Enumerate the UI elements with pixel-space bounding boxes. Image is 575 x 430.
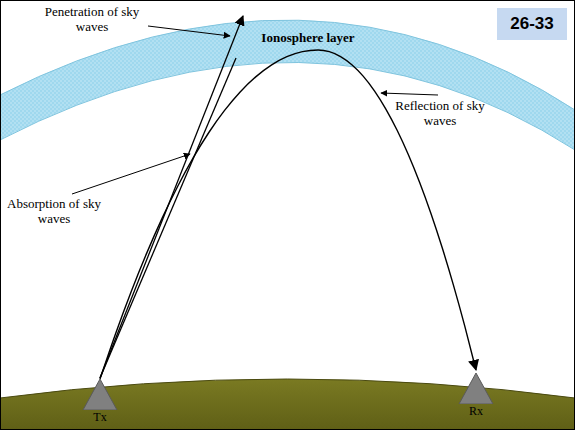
layer-name: Ionosphere layer [261,30,354,46]
slide-number: 26-33 [510,14,553,34]
antenna-label: Tx [80,410,120,424]
antenna-triangle [83,379,117,410]
callout-label: Reflection of sky waves [392,98,488,128]
ionosphere-shape [0,20,575,150]
absorption-ray [100,58,236,378]
antenna-label: Rx [456,404,496,418]
leader-line [72,154,190,194]
callout-wrapper: Penetration of sky waves [38,4,146,34]
antenna-triangle [459,373,493,404]
earth-ground [0,379,575,430]
antenna-outline [458,372,494,404]
antenna-outline [82,378,118,410]
leader-line [381,93,438,95]
callout-label: Absorption of sky waves [4,196,104,226]
antenna-symbol: Tx [80,378,120,424]
antenna-symbol: Rx [456,372,496,418]
slide-number-box: 26-33 [497,8,567,40]
callout-wrapper: Reflection of sky waves [392,98,488,128]
callout-label: Penetration of sky waves [38,4,146,34]
callout-wrapper: Absorption of sky waves [4,196,104,226]
